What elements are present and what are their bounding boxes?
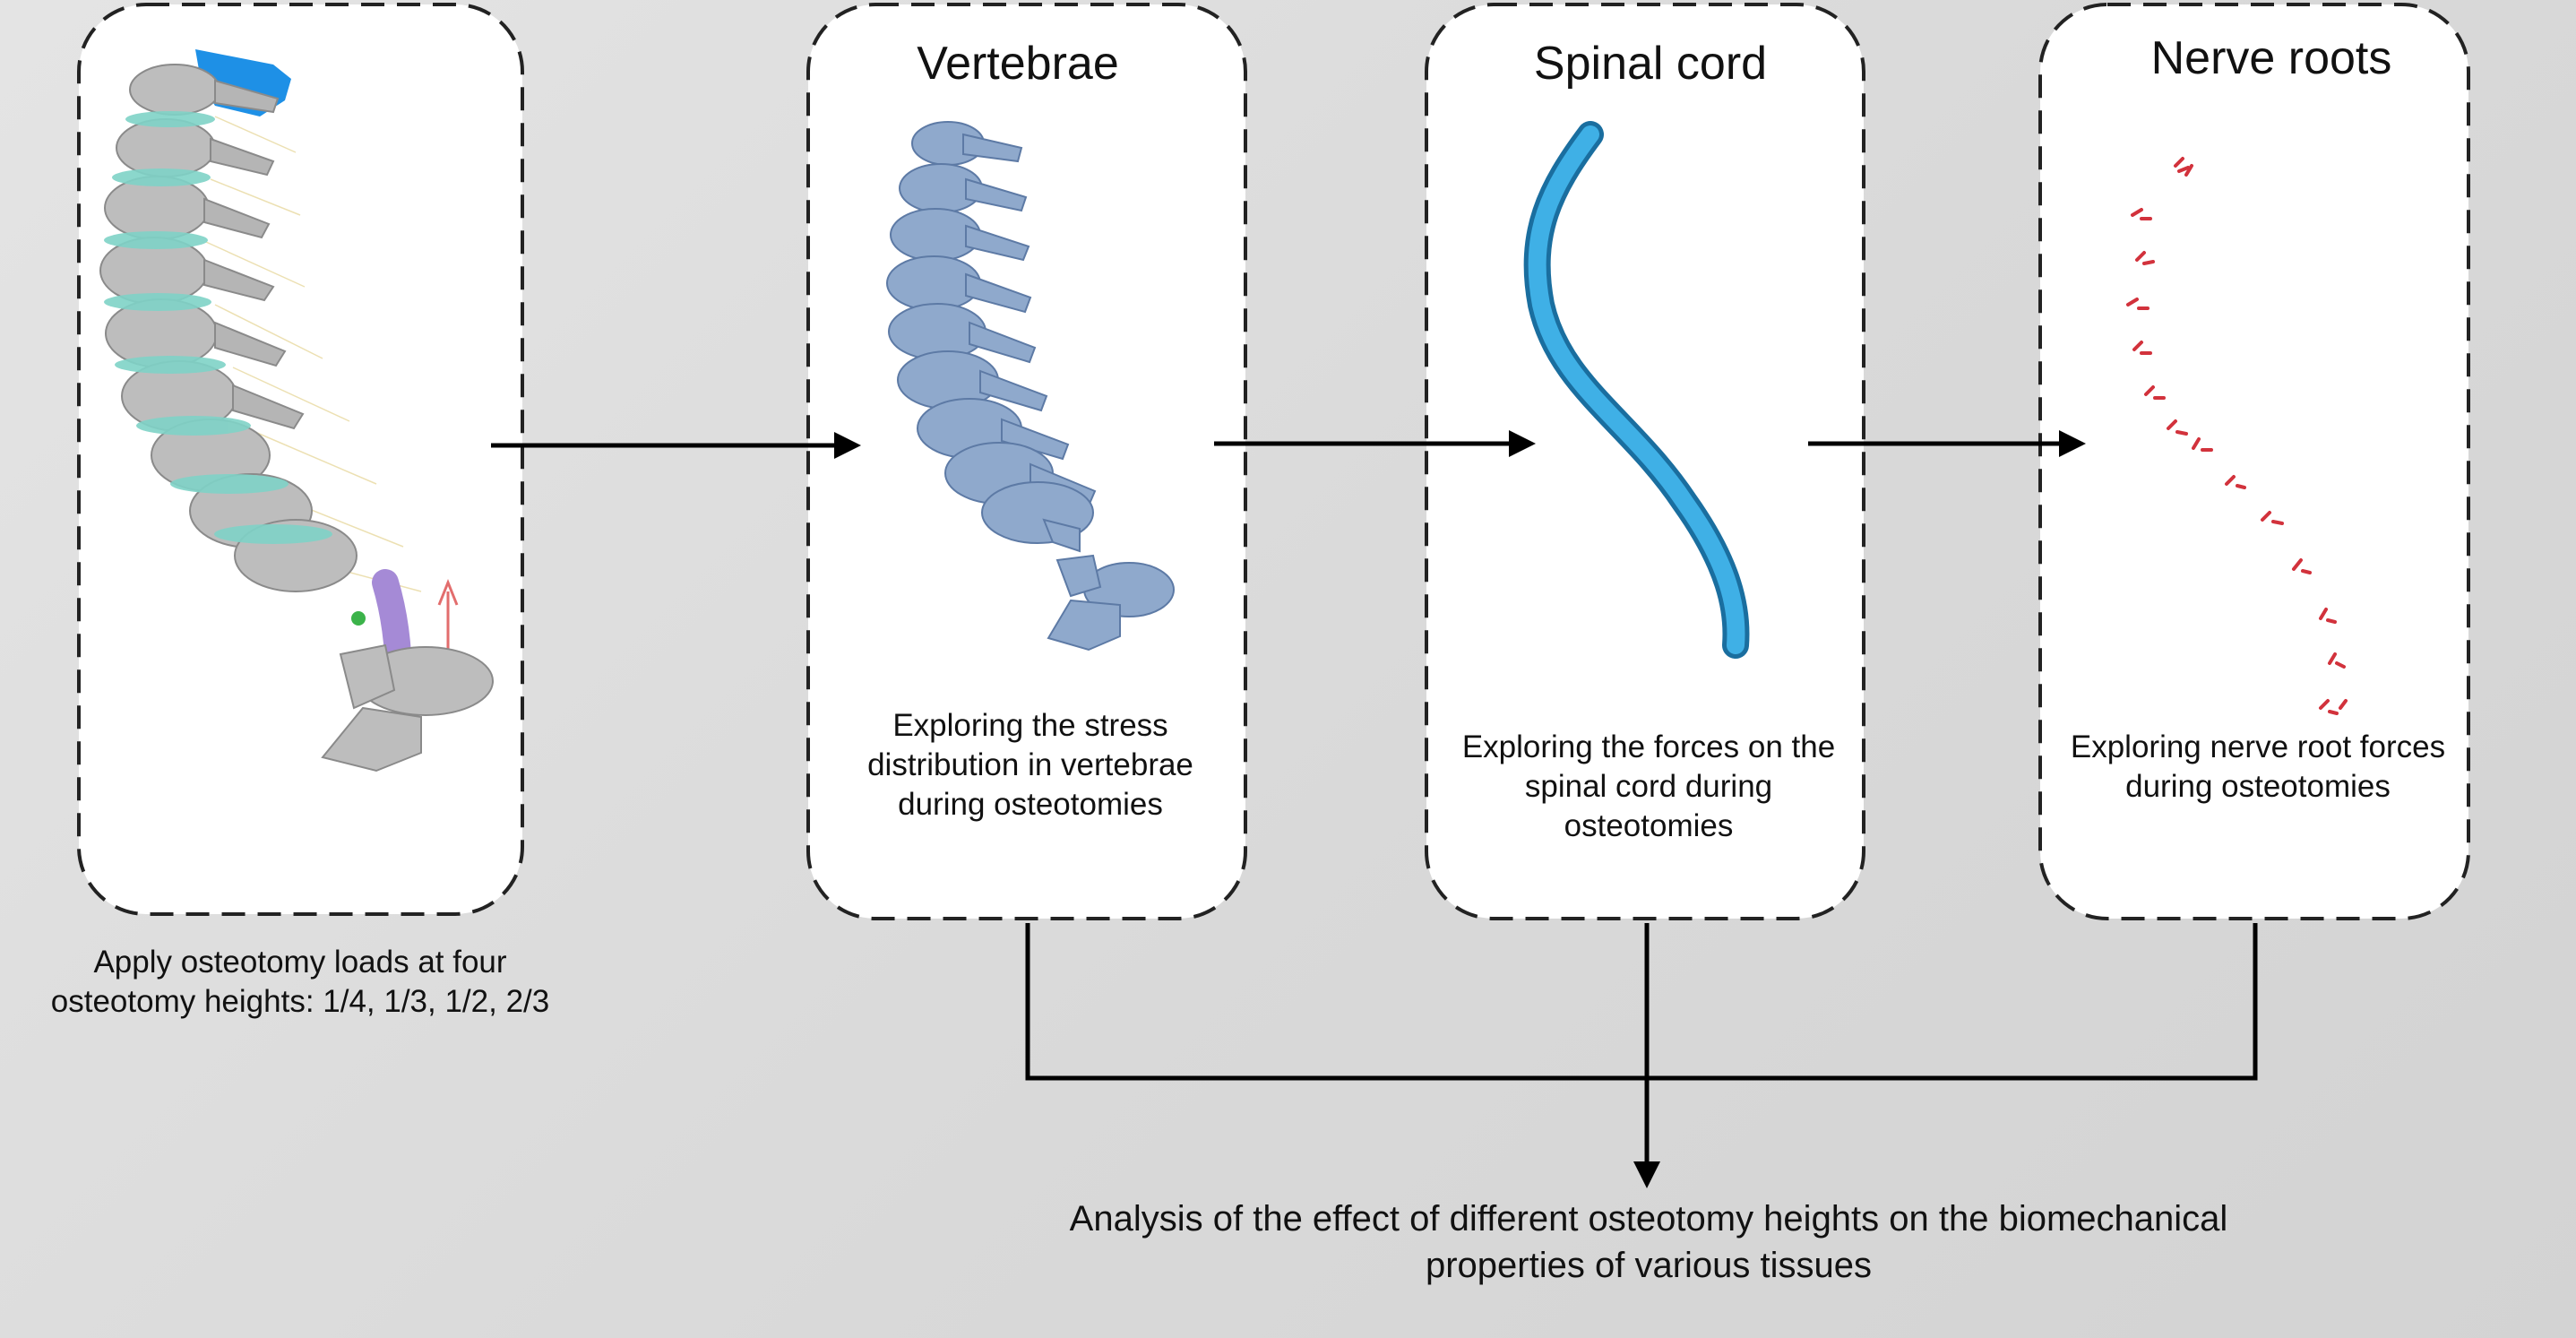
caption-spinal-cord: Exploring the forces on the spinal cord … [1461,729,1836,843]
title-spinal-cord: Spinal cord [1534,38,1767,90]
caption-nerve-roots: Exploring nerve root forces during osteo… [2070,729,2446,804]
spine-model-illustration [99,49,494,773]
spinal-cord-illustration [1523,121,1750,659]
vertebrae-illustration [886,121,1175,652]
box-nerve-roots [2038,3,2470,920]
caption-analysis: Analysis of the effect of different oste… [1069,1199,2228,1285]
title-nerve-roots: Nerve roots [2151,32,2392,84]
connector-bracket [1025,923,2258,1081]
title-vertebrae: Vertebrae [917,38,1119,90]
caption-vertebrae: Exploring the stress distribution in ver… [867,708,1193,822]
nerve-roots-illustration [2126,157,2348,715]
caption-left: Apply osteotomy loads at four osteotomy … [50,945,550,1019]
